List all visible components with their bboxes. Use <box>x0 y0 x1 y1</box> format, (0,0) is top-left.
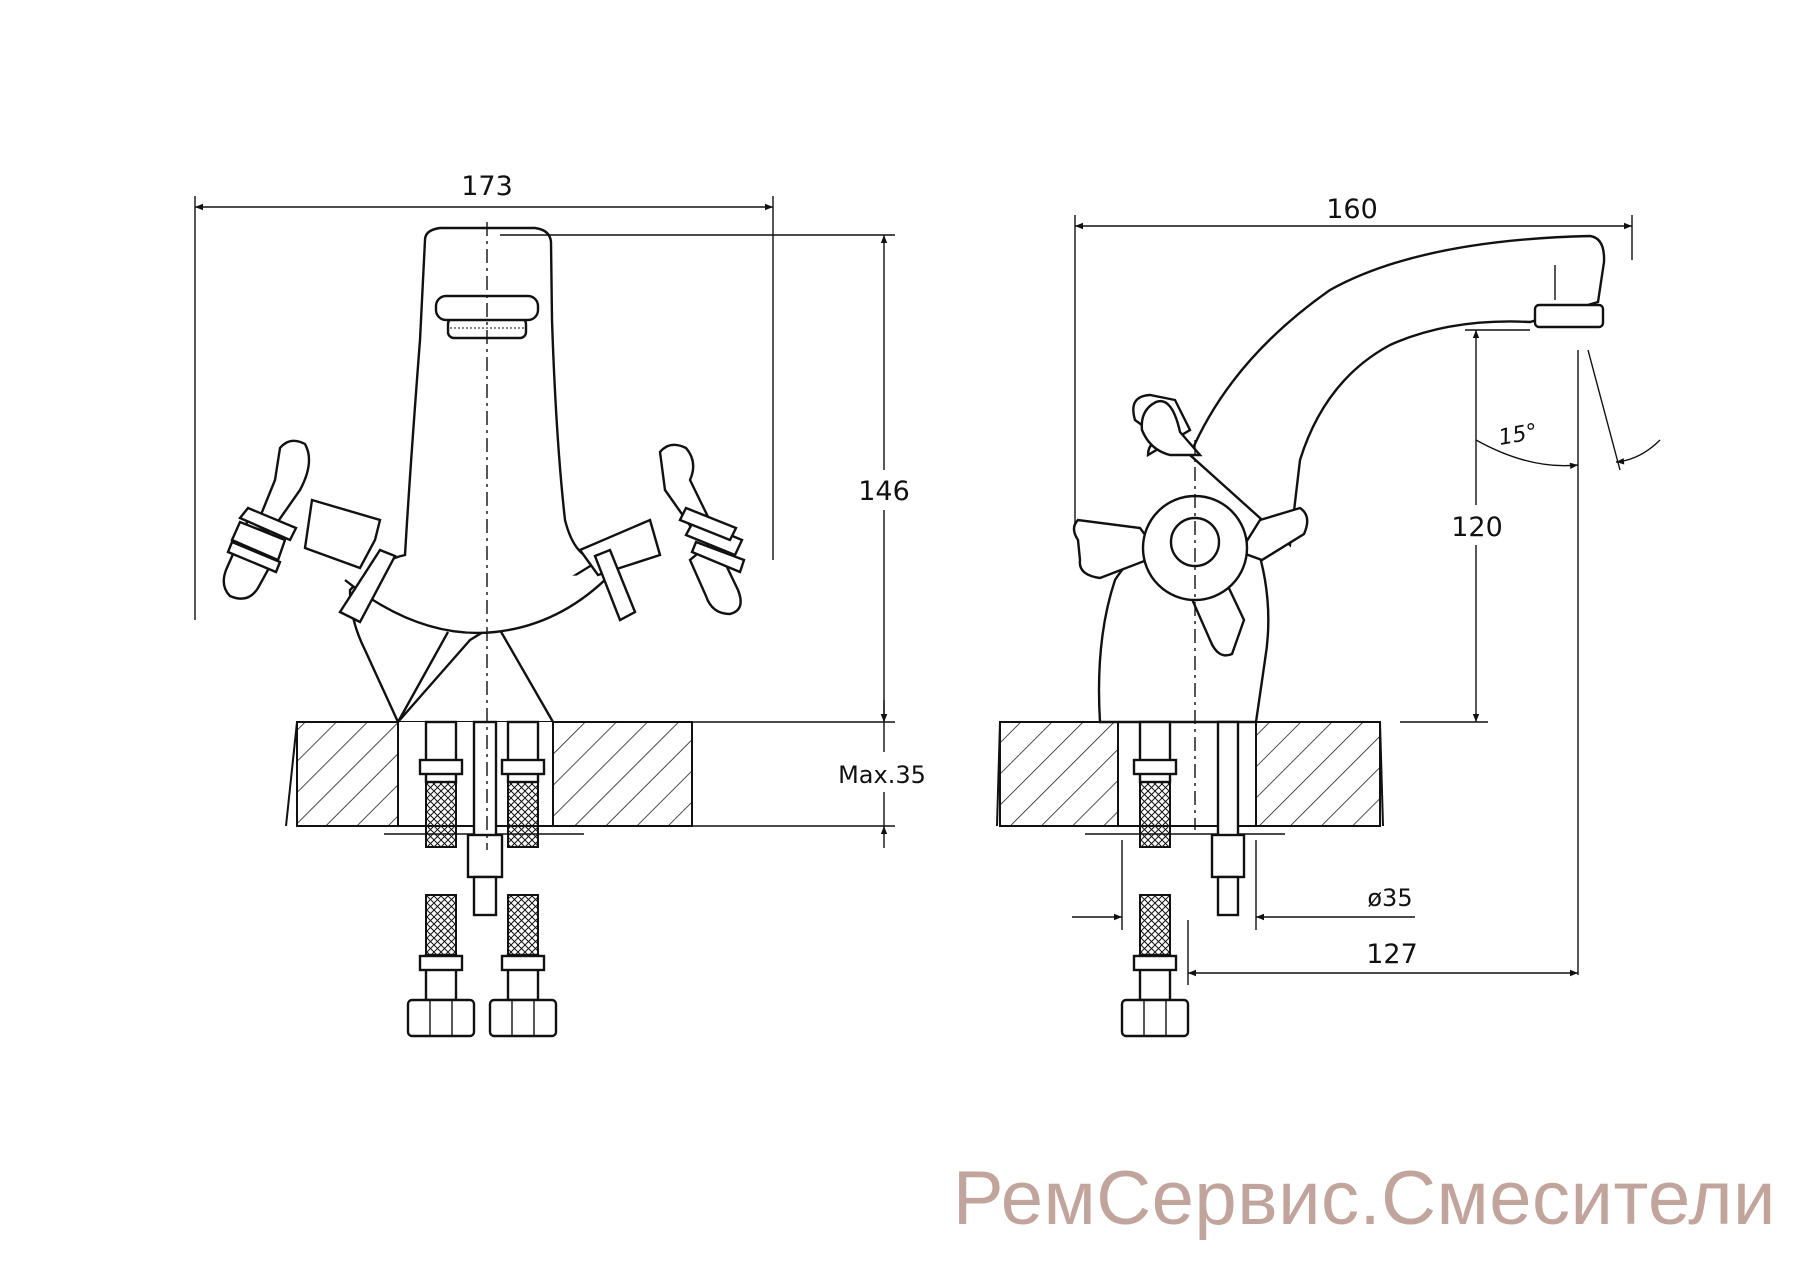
dim-173: 173 <box>194 171 774 620</box>
side-faucet-body <box>1072 234 1606 724</box>
dim-146-label: 146 <box>858 476 910 507</box>
dim-160-label: 160 <box>1326 194 1378 225</box>
front-right-handle <box>658 443 746 616</box>
dim-120: 120 <box>1400 329 1530 723</box>
dim-max35-label: Max.35 <box>838 761 926 789</box>
front-faucet-body <box>303 226 662 725</box>
dim-angle-15: 15° <box>1475 349 1661 975</box>
side-hoses <box>1120 720 1246 1038</box>
dim-angle-15-label: 15° <box>1497 420 1540 451</box>
dim-173-label: 173 <box>461 171 513 202</box>
dim-diameter-35-label: ø35 <box>1367 884 1412 912</box>
front-view: 173 146 Max.35 <box>194 171 942 1038</box>
dim-160: 160 <box>1074 194 1633 525</box>
side-view: 160 120 15° ø35 <box>996 194 1661 1038</box>
dim-diameter-35: ø35 <box>1072 840 1415 930</box>
front-left-handle <box>222 439 311 600</box>
dim-max35: Max.35 <box>692 700 942 848</box>
watermark-text: РемСервис.Смесители <box>952 1156 1776 1241</box>
side-countertop <box>996 721 1384 835</box>
dim-120-label: 120 <box>1451 512 1503 543</box>
dim-146: 146 <box>500 234 913 723</box>
dim-127-label: 127 <box>1366 939 1418 970</box>
dim-127: 127 <box>1187 920 1578 985</box>
front-hoses <box>406 720 558 1038</box>
